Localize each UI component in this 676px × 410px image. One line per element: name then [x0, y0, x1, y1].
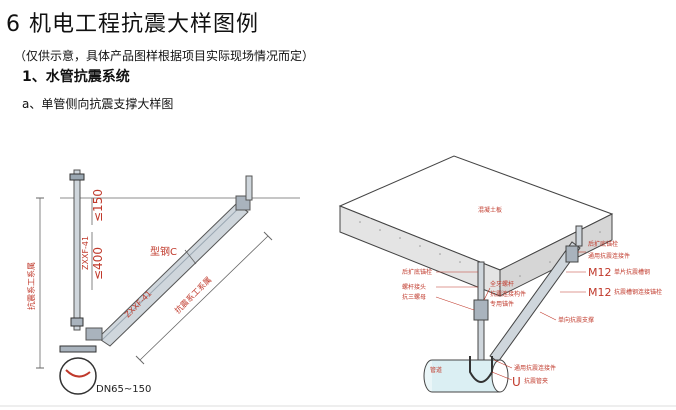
pipe-mark [65, 369, 91, 378]
label-slab: 混凝土板 [478, 206, 502, 214]
section-heading: 1、水管抗震系统 [22, 69, 130, 85]
right-labels: 混凝土板 后扩底锚栓 螺杆接头 抗三螺母 全牙螺杆 抗震连接构件 专用锚件 后扩… [402, 206, 662, 389]
label-dim-150: ≤150 [91, 189, 105, 222]
right-drawing [338, 155, 614, 393]
r-pipe [432, 360, 500, 392]
r-pipe-clamp [469, 356, 493, 383]
diagonal-brace [97, 203, 249, 347]
brace-dimension [139, 235, 269, 361]
left-drawing [36, 169, 300, 395]
label-rod-1: 后扩底锚栓 [402, 268, 432, 276]
label-mid-3: 专用锚件 [490, 300, 514, 308]
left-labels: 型钢C ≤150 ≤400 ZXXF-41 抗震系工系属 ZXXF-41 抗震系… [26, 189, 213, 395]
label-rod-3: 抗三螺母 [402, 293, 426, 301]
rod-nut [70, 317, 84, 327]
lower-connector [85, 327, 103, 341]
label-vertical-member: 抗震系工系属 [26, 262, 36, 310]
label-bot-2: 抗震管夹 [524, 377, 548, 385]
clamp-bar [59, 345, 97, 353]
label-pipe: 管道 [430, 366, 442, 374]
label-mid-2: 抗震连接构件 [490, 290, 526, 298]
page-note: （仅供示意，具体产品图样根据项目实际现场情况而定） [14, 49, 315, 63]
label-channel: 型钢C [150, 245, 177, 258]
label-top-r1: 后扩底锚栓 [588, 240, 618, 248]
label-mid-1: 全牙螺杆 [490, 280, 514, 288]
label-m12a-text: 单片抗震槽钢 [614, 268, 650, 276]
label-u: U [512, 375, 521, 389]
label-vertical-code: ZXXF-41 [81, 236, 90, 270]
label-rod-2: 螺杆接头 [402, 283, 426, 291]
label-m12b: M12 [588, 286, 612, 299]
label-dim-400: ≤400 [91, 247, 105, 280]
slab-side [499, 213, 613, 297]
label-brace: 单向抗震支撑 [558, 316, 594, 324]
label-pipe-size: DN65~150 [96, 384, 151, 395]
hanger-rod [73, 169, 81, 331]
label-m12b-text: 抗震槽钢连接锚栓 [614, 288, 662, 296]
upper-anchor [245, 175, 253, 201]
label-top-r2: 通用抗震连接件 [588, 252, 630, 260]
page-title: 6 机电工程抗震大样图例 [6, 12, 259, 37]
rod-anchor [69, 173, 85, 181]
r-rod-connector [473, 299, 489, 321]
label-bot-1: 通用抗震连接件 [514, 364, 556, 372]
subsection-heading: a、单管侧向抗震支撑大样图 [22, 97, 174, 111]
label-m12a: M12 [588, 266, 612, 279]
r-upper-bracket [565, 245, 579, 263]
